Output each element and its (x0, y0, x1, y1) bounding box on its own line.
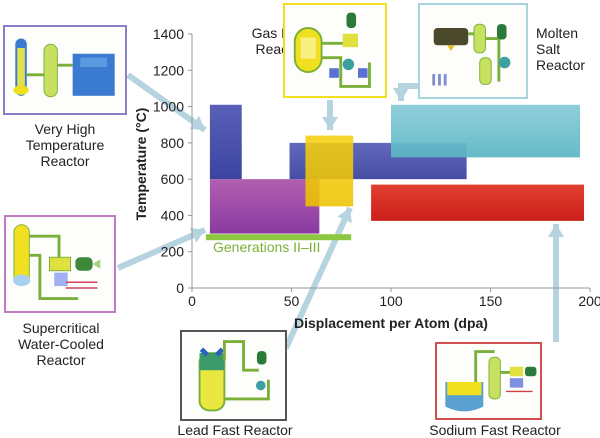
generations-line (205, 234, 352, 241)
arrow-shaft (283, 206, 353, 350)
scwr-arrow (116, 227, 207, 271)
scwr-label-line: Reactor (36, 352, 86, 368)
x-tick-label: 150 (479, 293, 503, 309)
y-tick-label: 1200 (153, 62, 184, 78)
lfr-thumbnail (180, 330, 287, 421)
y-axis-label: Temperature (°C) (133, 108, 149, 221)
arrow-head (548, 224, 564, 237)
x-tick-label: 100 (379, 293, 403, 309)
y-tick-label: 1000 (153, 99, 184, 115)
sfr-thumbnail (435, 342, 542, 420)
arrow-shaft (116, 227, 207, 271)
msr-diagram-icon (432, 23, 511, 86)
generations-label: Generations II–III (213, 239, 320, 255)
bar-sodium-fast-reactor (371, 184, 585, 221)
arrow-head (393, 88, 409, 101)
vhtr-label-line: Reactor (40, 153, 90, 169)
bar-gas-fast-reactor (305, 135, 354, 207)
sfr-label: Sodium Fast Reactor (429, 422, 561, 438)
y-tick-label: 800 (161, 135, 185, 151)
gfr-thumbnail (283, 3, 387, 98)
msr-arrow (393, 83, 418, 101)
sfr-arrow (548, 224, 564, 342)
x-tick-label: 50 (284, 293, 300, 309)
gfr-diagram-icon (293, 12, 371, 88)
vhtr-thumbnail (3, 25, 127, 115)
arrow-head (189, 227, 205, 243)
msr-label-line: Reactor (536, 57, 586, 73)
msr-label-line: Salt (536, 41, 561, 57)
msr-thumbnail (418, 3, 528, 99)
scwr-diagram-icon (13, 224, 101, 300)
vhtr-label: Very High Temperature Reactor (3, 121, 127, 169)
scwr-label-line: Supercritical (22, 320, 100, 336)
lfr-label: Lead Fast Reactor (177, 422, 293, 438)
y-tick-label: 1400 (153, 26, 184, 42)
arrow-head (322, 117, 338, 130)
lfr-arrow (283, 206, 353, 350)
y-tick-label: 200 (161, 244, 185, 260)
bar-supercritical-water-cooled-reactor (209, 179, 320, 234)
vhtr-diagram-icon (13, 38, 115, 98)
bar-molten-salt-reactor (391, 104, 581, 158)
vhtr-label-line: Very High (34, 121, 96, 137)
x-tick-label: 0 (188, 293, 196, 309)
arrow-head (189, 115, 205, 130)
scwr-label-line: Water-Cooled (18, 336, 104, 352)
arrow-head (337, 208, 352, 224)
lfr-diagram-icon (198, 340, 270, 412)
gfr-arrow (322, 100, 338, 130)
axes: 0 200 400 600 800 1000 1200 1400 0 50 100 150 200 (153, 26, 600, 309)
bars-layer (205, 104, 585, 241)
scwr-label: Supercritical Water-Cooled Reactor (0, 320, 122, 368)
sfr-diagram-icon (445, 350, 537, 412)
x-tick-label: 200 (578, 293, 600, 309)
vhtr-label-line: Temperature (25, 137, 105, 153)
scwr-thumbnail (4, 215, 116, 313)
msr-label-line: Molten (536, 25, 579, 41)
x-axis-label: Displacement per Atom (dpa) (294, 315, 488, 331)
bar-very-high-temperature-reactor (209, 104, 242, 180)
y-tick-label: 600 (161, 171, 185, 187)
msr-label: Molten Salt Reactor (536, 25, 600, 73)
y-tick-label: 400 (161, 207, 185, 223)
y-tick-label: 0 (176, 280, 184, 296)
